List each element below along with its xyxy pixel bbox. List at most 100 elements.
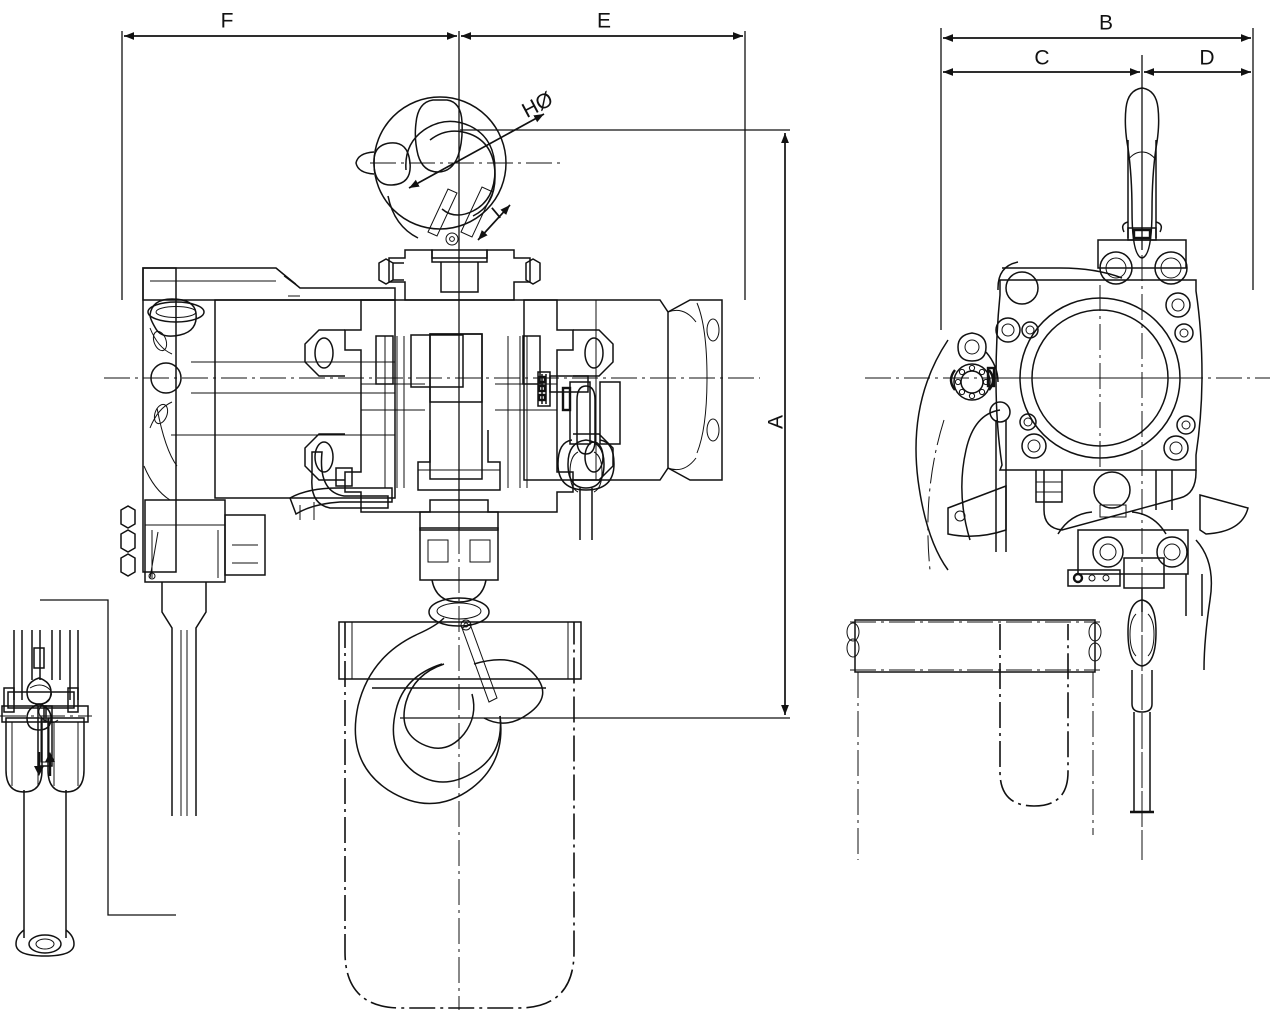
side-lower-box-left xyxy=(1035,470,1063,503)
dim-line-H-diameter xyxy=(408,113,545,189)
chain-link-vertical-1 xyxy=(576,385,596,455)
bolt-hole-2-inner xyxy=(1179,328,1189,338)
chain-guide-block xyxy=(569,381,591,445)
bolt-hole-4-inner xyxy=(1169,441,1183,455)
side-wing-plate-left xyxy=(947,484,1007,537)
side-view xyxy=(846,60,1270,860)
dim-label-F: F xyxy=(221,10,234,33)
side-bottom-bore-left xyxy=(1092,536,1124,568)
bottom-hook-tip xyxy=(473,659,544,724)
cable-gland-nut-2 xyxy=(120,529,136,553)
bolt-hole-5-inner xyxy=(1027,439,1041,453)
chain-tail xyxy=(579,488,593,540)
pendant-handle-end-face xyxy=(28,934,62,954)
bolt-hole-7-inner xyxy=(1001,323,1015,337)
side-brake-key xyxy=(986,366,996,388)
gear-internal-lines-right xyxy=(507,336,528,488)
side-bottom-bore-right xyxy=(1156,536,1188,568)
gearbox-right-tube xyxy=(523,299,669,481)
stripper-arm-detail xyxy=(299,502,315,520)
chain-link-oval xyxy=(567,439,605,489)
side-hook-shank-edges xyxy=(1127,140,1157,238)
top-cover-bevel xyxy=(275,267,301,289)
chain-stripper-arm xyxy=(289,451,393,520)
shaft-key-2 xyxy=(537,384,547,393)
pendant-detail xyxy=(0,599,176,957)
side-wing-plate-right xyxy=(1199,494,1249,535)
chain-link-horizontal xyxy=(557,439,615,491)
electrical-box-lid xyxy=(144,499,226,526)
flange-ear-upper-left xyxy=(304,329,345,377)
endcap-contour xyxy=(696,302,708,454)
bottom-hook-outer xyxy=(354,617,502,805)
side-container-outline xyxy=(999,624,1069,807)
side-limit-switch-upper xyxy=(957,332,987,362)
hook-left-tab xyxy=(355,151,375,175)
shaft-key-3 xyxy=(537,393,547,402)
side-chain-lower-link xyxy=(1131,670,1153,713)
bolt-hole-2 xyxy=(1174,323,1194,343)
side-yoke-hole-left xyxy=(1099,251,1133,285)
side-yoke-plate xyxy=(1097,239,1187,269)
side-guard-pivot xyxy=(989,401,1011,423)
gear-housing-outline xyxy=(344,299,574,513)
pendant-button-flange-right xyxy=(43,705,89,723)
chain-link-inner xyxy=(569,451,603,493)
bottom-latch-pivot xyxy=(460,619,472,631)
side-yoke-hole-left-inner xyxy=(1105,257,1127,279)
chain-container-outline xyxy=(344,622,575,1009)
side-rail-eye-right-2 xyxy=(1088,642,1102,662)
dim-line-I xyxy=(477,204,511,241)
pendant-handle-end xyxy=(15,929,75,957)
side-container-top-rail xyxy=(854,619,1096,673)
pendant-leader-frame xyxy=(40,599,176,916)
bottom-block-window-right xyxy=(469,539,491,563)
chain-stop-block xyxy=(561,386,572,412)
gear-internal-lines-left xyxy=(384,336,405,488)
side-bridge-legs xyxy=(1057,511,1167,535)
dim-label-E: E xyxy=(597,10,611,33)
side-brake-link xyxy=(985,351,999,383)
side-chain-oval-inner xyxy=(1129,613,1155,657)
yoke-bolt-right xyxy=(525,258,541,285)
side-chain-container xyxy=(846,619,1102,860)
side-bottom-block xyxy=(1077,529,1189,575)
electrical-box-extension xyxy=(224,514,266,576)
flange-hole-lower-left xyxy=(314,441,334,473)
pendant-down-arrow-head xyxy=(34,766,44,776)
dim-label-D: D xyxy=(1199,47,1214,70)
side-pendant-cable xyxy=(1133,712,1151,812)
hoist-main-body xyxy=(120,267,723,816)
bolt-hole-4 xyxy=(1163,435,1189,461)
bolt-hole-7 xyxy=(995,317,1021,343)
hook-swivel-nut xyxy=(428,597,490,627)
pendant-up-arrow-head xyxy=(45,752,55,762)
electrical-box-screw xyxy=(148,572,156,580)
pendant-center-window xyxy=(37,705,53,767)
dim-label-B: B xyxy=(1099,12,1113,35)
hook-latch-pivot xyxy=(445,232,459,246)
side-inner-guard xyxy=(961,409,1001,541)
side-terminal-strip xyxy=(1067,569,1121,587)
chain-guide-block-2 xyxy=(599,381,621,445)
bottom-latch-pin xyxy=(463,622,469,628)
cable-gland-nut-1 xyxy=(120,505,136,529)
hanger-top-eye xyxy=(147,301,205,323)
cable-gland-nut-3 xyxy=(120,553,136,577)
bottom-block-body xyxy=(419,527,499,581)
bottom-block-window-left xyxy=(427,539,449,563)
flange-ear-upper-right xyxy=(573,329,614,377)
pendant-button-flange-left xyxy=(1,705,47,723)
flange-hole-upper-left xyxy=(314,337,334,369)
gear-inner-box-upper xyxy=(410,334,464,388)
side-bottom-bore-right-inner xyxy=(1163,543,1181,561)
hanger-lower-ribs xyxy=(143,407,178,501)
side-hook-shank xyxy=(1124,87,1160,259)
side-brake-disc xyxy=(953,363,991,401)
stripper-arm-lower xyxy=(289,487,393,516)
side-terminal-screw-3 xyxy=(1102,574,1110,582)
bolt-hole-3 xyxy=(1176,415,1196,435)
side-housing-body xyxy=(995,279,1203,471)
pendant-cable xyxy=(161,582,207,816)
